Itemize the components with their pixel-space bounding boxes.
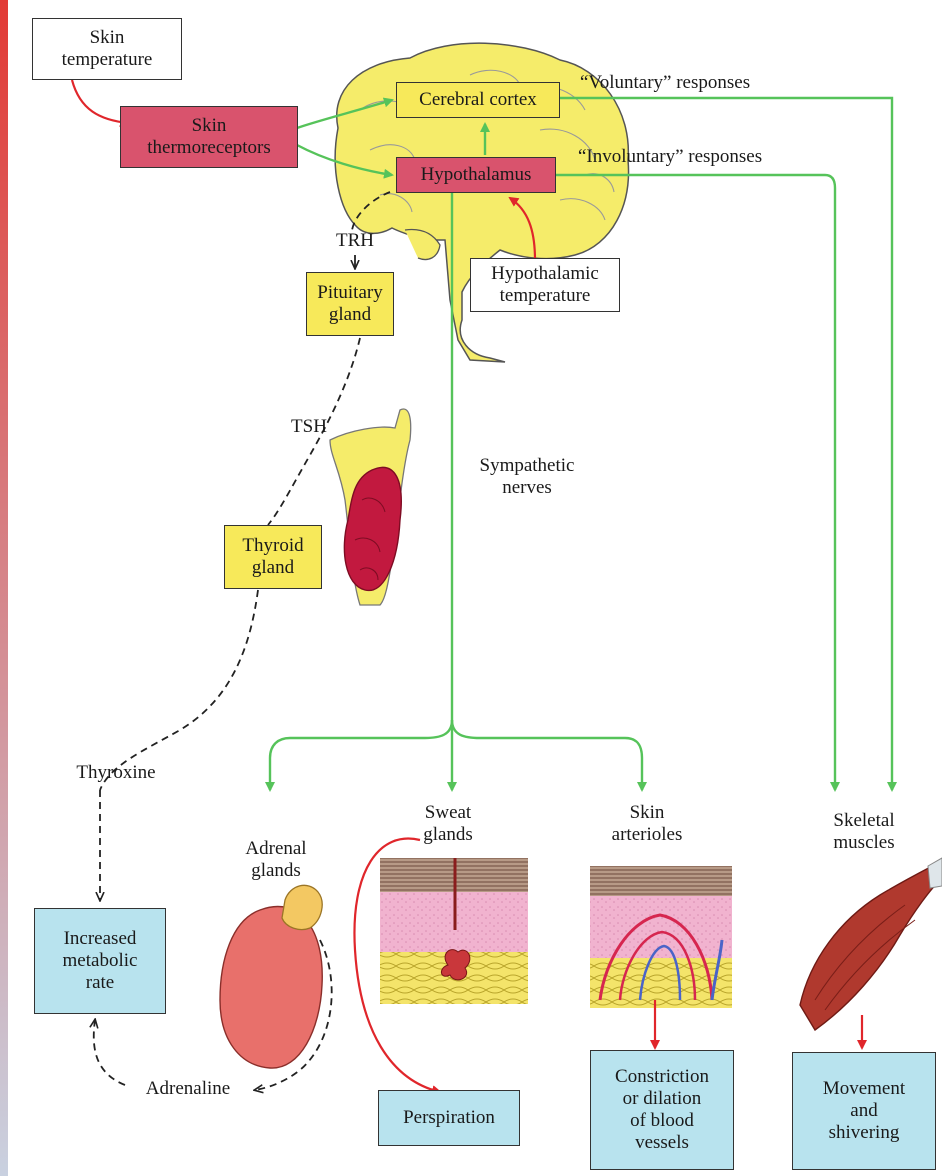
thyroid-gland-box: Thyroid gland (224, 525, 322, 589)
skin-arterioles-label: Skin arterioles (592, 802, 702, 846)
skeletal-muscle-illustration (800, 858, 942, 1030)
involuntary-responses-label: “Involuntary” responses (578, 146, 838, 168)
constriction-dilation-box: Constriction or dilation of blood vessel… (590, 1050, 734, 1170)
adrenal-kidney-illustration (220, 885, 322, 1068)
skin-thermoreceptors-box: Skin thermoreceptors (120, 106, 298, 168)
skeletal-muscles-label: Skeletal muscles (814, 810, 914, 854)
arteriole-skin-section (590, 866, 732, 1008)
increased-metabolic-rate-box: Increased metabolic rate (34, 908, 166, 1014)
sympathetic-nerves-label: Sympathetic nerves (462, 455, 592, 499)
thyroxine-label: Thyroxine (56, 762, 176, 784)
thyroid-illustration (330, 409, 411, 605)
adrenal-glands-label: Adrenal glands (226, 838, 326, 882)
perspiration-box: Perspiration (378, 1090, 520, 1146)
movement-shivering-box: Movement and shivering (792, 1052, 936, 1170)
cerebral-cortex-box: Cerebral cortex (396, 82, 560, 118)
sweat-glands-label: Sweat glands (398, 802, 498, 846)
sweat-gland-skin-section (380, 858, 528, 1004)
trh-label: TRH (330, 230, 380, 252)
pituitary-gland-box: Pituitary gland (306, 272, 394, 336)
skin-temperature-box: Skin temperature (32, 18, 182, 80)
hypothalamus-box: Hypothalamus (396, 157, 556, 193)
hypothalamic-temperature-box: Hypothalamic temperature (470, 258, 620, 312)
tsh-label: TSH (284, 416, 334, 438)
adrenaline-label: Adrenaline (126, 1078, 250, 1100)
voluntary-responses-label: “Voluntary” responses (580, 72, 840, 94)
